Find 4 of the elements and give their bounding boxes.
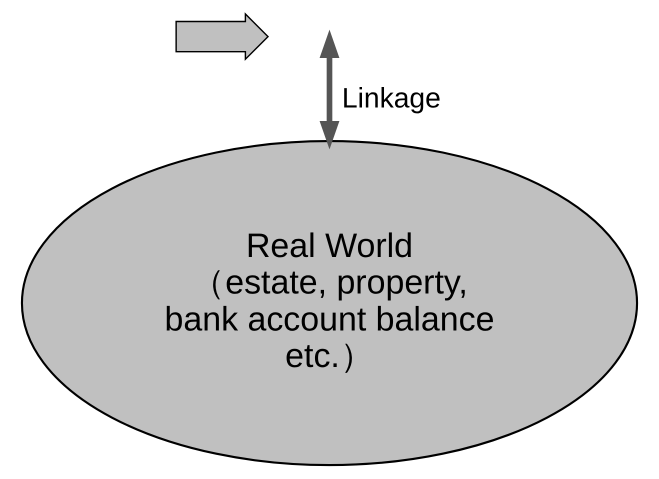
node-arrow: [175, 12, 270, 61]
node-ellipse: Real World （estate, property, bank account balance etc.）: [20, 140, 638, 466]
edge-label: Linkage: [342, 81, 441, 114]
arrow: [320, 30, 340, 150]
